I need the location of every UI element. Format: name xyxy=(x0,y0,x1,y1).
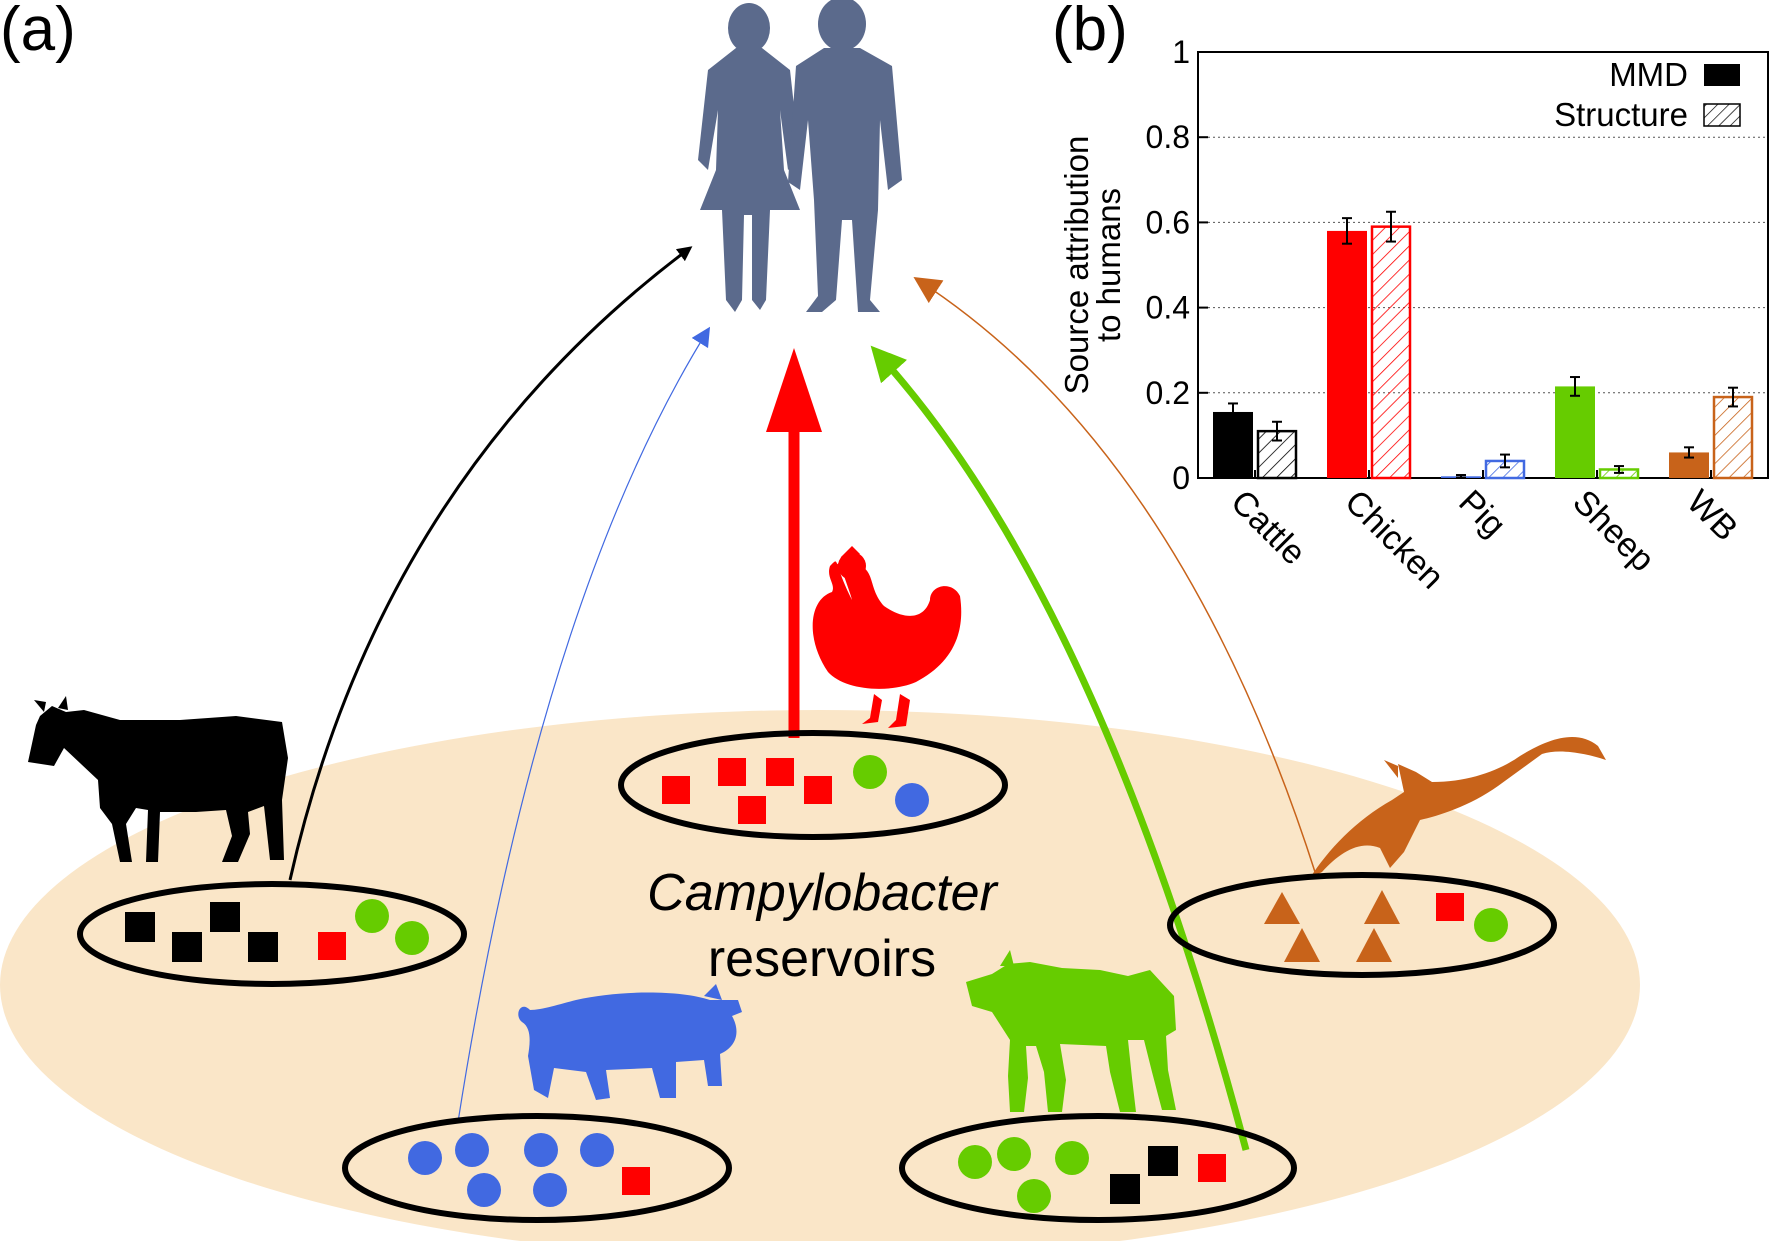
cow-silhouette-icon xyxy=(28,696,288,862)
arrow-pig xyxy=(457,326,711,1123)
reservoir-label-line1: Campylobacter xyxy=(647,864,999,922)
panel-b-label: (b) xyxy=(1052,0,1128,64)
gull-silhouette-icon xyxy=(1310,737,1606,878)
sheep-reservoir-ring xyxy=(899,1113,1297,1223)
legend-swatch-hatched xyxy=(1703,103,1741,127)
x-tick-label: Chicken xyxy=(1337,483,1451,597)
x-tick-label: WB xyxy=(1679,483,1745,549)
chicken-reservoir-ring xyxy=(618,730,1008,840)
humans-icon xyxy=(698,0,902,312)
cattle-reservoir-isolates xyxy=(125,899,429,962)
pig-reservoir-isolates xyxy=(408,1133,650,1207)
x-tick-label: Sheep xyxy=(1565,483,1661,579)
cattle-reservoir-ring xyxy=(77,881,467,987)
arrow-wild-bird xyxy=(913,277,1317,876)
chicken-reservoir-isolates xyxy=(662,755,929,824)
legend-label-structure: Structure xyxy=(1554,96,1688,133)
legend-label-mmd: MMD xyxy=(1609,56,1688,93)
sheep-reservoir-isolates xyxy=(958,1137,1226,1213)
bar-mmd-chicken xyxy=(1327,230,1367,478)
x-tick-label: Pig xyxy=(1451,483,1513,545)
x-tick-label: Cattle xyxy=(1223,483,1313,573)
panel-a-label: (a) xyxy=(0,0,76,64)
y-axis-title-line1: Source attribution xyxy=(1058,136,1095,395)
y-tick-label: 0.2 xyxy=(1146,375,1190,411)
y-tick-label: 0.6 xyxy=(1146,204,1190,240)
chicken-silhouette-icon xyxy=(812,546,962,728)
reservoir-area xyxy=(0,710,1640,1246)
y-axis-title-line2: to humans xyxy=(1090,188,1127,342)
reservoir-label-line2: reservoirs xyxy=(708,930,936,988)
y-tick-label: 0.8 xyxy=(1146,119,1190,155)
wild-bird-reservoir-ring xyxy=(1167,872,1557,978)
pig-reservoir-ring xyxy=(342,1113,732,1223)
y-tick-label: 0.4 xyxy=(1146,290,1190,326)
pig-silhouette-icon xyxy=(518,984,742,1100)
bar-structure-chicken xyxy=(1370,225,1412,480)
arrow-chicken-head xyxy=(766,348,822,432)
sheep-silhouette-icon xyxy=(966,950,1176,1112)
arrow-cattle xyxy=(288,246,693,881)
bar-structure-wb xyxy=(1712,395,1754,480)
legend-swatch-solid xyxy=(1704,64,1740,86)
wild-bird-reservoir-isolates xyxy=(1264,890,1508,962)
bar-mmd-cattle xyxy=(1213,411,1253,478)
arrow-sheep xyxy=(870,345,1250,1151)
y-tick-label: 1 xyxy=(1172,34,1190,70)
y-tick-label: 0 xyxy=(1172,460,1190,496)
bar-mmd-sheep xyxy=(1555,386,1595,478)
